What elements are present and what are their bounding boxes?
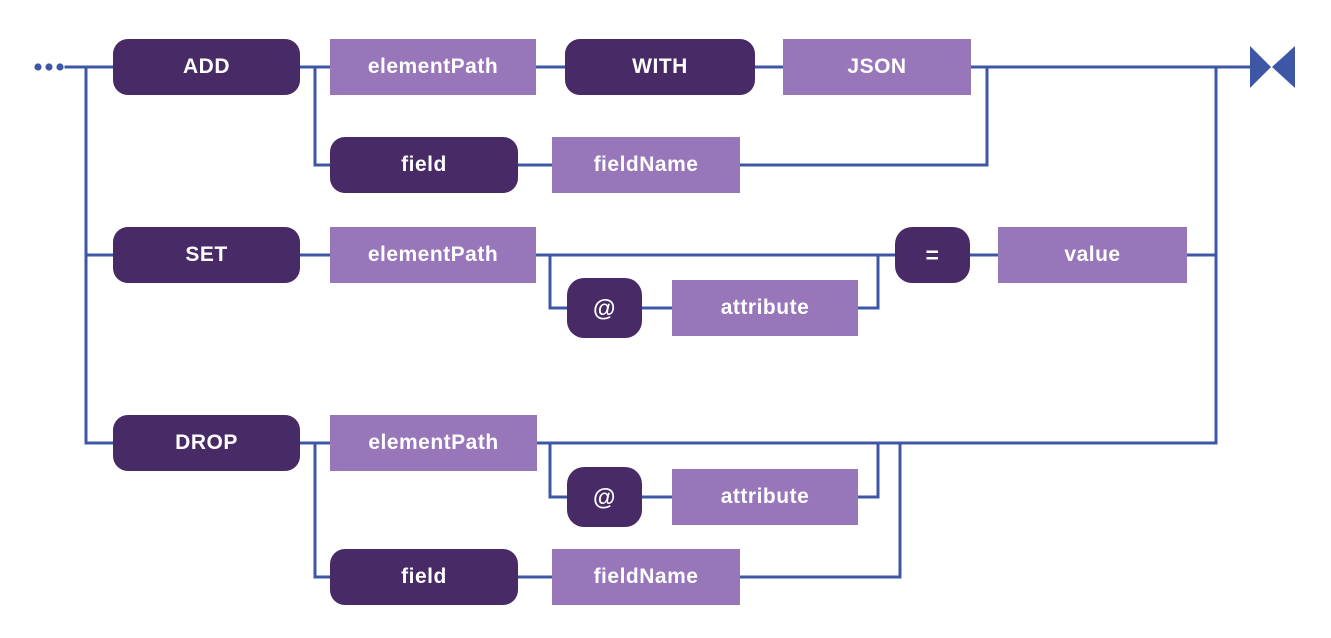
ellipsis-icon (34, 63, 64, 71)
node-set-attribute: attribute (672, 280, 858, 336)
node-json-operand: JSON (783, 39, 971, 95)
connector-lines (64, 65, 1254, 579)
node-value-operand: value (998, 227, 1187, 283)
node-add-field-name: fieldName (552, 137, 740, 193)
node-drop-attribute: attribute (672, 469, 858, 525)
node-set-at-keyword: @ (567, 278, 642, 338)
node-drop-keyword: DROP (113, 415, 300, 471)
node-drop-at-keyword: @ (567, 467, 642, 527)
bowtie-end-icon (1250, 46, 1295, 88)
node-set-element-path: elementPath (330, 227, 536, 283)
node-add-keyword: ADD (113, 39, 300, 95)
node-drop-field-keyword: field (330, 549, 518, 605)
node-drop-element-path: elementPath (330, 415, 537, 471)
node-equals-keyword: = (895, 227, 970, 283)
node-set-keyword: SET (113, 227, 300, 283)
node-add-field-keyword: field (330, 137, 518, 193)
node-add-element-path: elementPath (330, 39, 536, 95)
node-drop-field-name: fieldName (552, 549, 740, 605)
node-with-keyword: WITH (565, 39, 755, 95)
